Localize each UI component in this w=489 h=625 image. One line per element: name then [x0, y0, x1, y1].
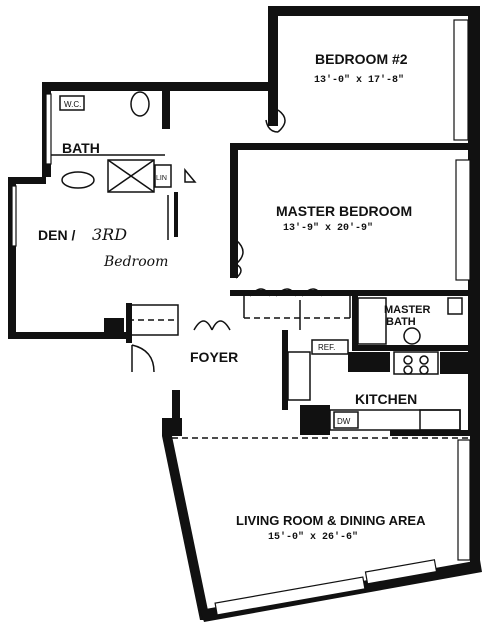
bath-name: BATH [62, 140, 100, 156]
den-name: DEN / [38, 227, 75, 243]
master-bath-line2: BATH [386, 316, 416, 328]
living-dims: 15'-0" x 26'-6" [268, 531, 358, 543]
master-bedroom-name: MASTER BEDROOM [276, 203, 412, 219]
linen-label: LIN [156, 175, 167, 182]
kitchen-name: KITCHEN [355, 391, 417, 407]
bedroom2-name: BEDROOM #2 [315, 51, 408, 67]
bedroom2-dims: 13'-0" x 17'-8" [314, 74, 404, 86]
foyer-name: FOYER [190, 349, 238, 365]
ref-label: REF. [318, 343, 335, 352]
living-name: LIVING ROOM & DINING AREA [236, 513, 426, 528]
den-handwritten-bedroom: Bedroom [103, 254, 168, 270]
dw-label: DW [337, 417, 351, 426]
master-bedroom-dims: 13'-9" x 20'-9" [283, 222, 373, 234]
windows [11, 19, 471, 616]
den-handwritten-3rd: 3RD [92, 225, 127, 244]
interior-details [51, 91, 470, 439]
wc-label: W.C. [64, 100, 81, 109]
master-bath-line1: MASTER [384, 304, 431, 316]
